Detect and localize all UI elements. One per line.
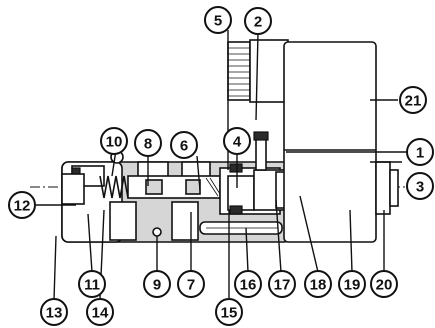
return-spring xyxy=(99,175,129,199)
callout-11-label: 11 xyxy=(84,277,100,294)
callout-8: 8 xyxy=(134,129,162,157)
port-lower-left xyxy=(109,201,137,241)
callout-2: 2 xyxy=(244,7,272,35)
left-bore xyxy=(61,173,85,205)
callout-12-label: 12 xyxy=(14,198,31,215)
callout-1: 1 xyxy=(406,138,434,166)
callout-14: 14 xyxy=(86,298,114,326)
knurled-knob-grooves xyxy=(228,47,250,97)
plunger xyxy=(227,175,255,211)
callout-7: 7 xyxy=(177,270,205,298)
connector-plug xyxy=(249,39,289,103)
callout-5-label: 5 xyxy=(214,13,222,30)
callout-18: 18 xyxy=(304,270,332,298)
callout-3: 3 xyxy=(406,172,434,200)
callout-20: 20 xyxy=(370,270,398,298)
callout-13-label: 13 xyxy=(46,305,63,322)
coil-nut-tip xyxy=(389,169,399,207)
callout-4-label: 4 xyxy=(233,134,242,151)
callout-2-label: 2 xyxy=(254,14,262,31)
callout-6-label: 6 xyxy=(180,138,188,155)
callout-3-label: 3 xyxy=(416,179,424,196)
solenoid-coil xyxy=(227,39,399,243)
knurled-knob xyxy=(227,41,251,101)
callout-21: 21 xyxy=(399,86,427,114)
callout-15: 15 xyxy=(215,298,243,326)
callout-19: 19 xyxy=(338,270,366,298)
body-hole-lower xyxy=(152,227,162,237)
callout-8-label: 8 xyxy=(144,136,152,153)
callout-6: 6 xyxy=(170,131,198,159)
callout-16-label: 16 xyxy=(240,277,257,294)
coil-nut xyxy=(375,161,391,215)
callout-10-label: 10 xyxy=(106,134,123,151)
callout-16: 16 xyxy=(234,270,262,298)
callout-17-label: 17 xyxy=(274,277,291,294)
callout-5: 5 xyxy=(204,6,232,34)
valve-body xyxy=(61,150,297,243)
callout-14-label: 14 xyxy=(92,305,109,322)
coil-housing xyxy=(283,41,377,243)
callout-12: 12 xyxy=(8,191,36,219)
terminal-pin xyxy=(255,135,267,171)
callout-17: 17 xyxy=(268,270,296,298)
port-lower-mid xyxy=(171,201,199,241)
callout-21-label: 21 xyxy=(405,93,422,110)
plunger-seal-top xyxy=(229,163,243,173)
callout-13: 13 xyxy=(40,298,68,326)
callout-9-label: 9 xyxy=(153,277,161,294)
callout-7-label: 7 xyxy=(187,277,195,294)
callout-20-label: 20 xyxy=(376,277,393,294)
callout-11: 11 xyxy=(78,270,106,298)
callout-9: 9 xyxy=(143,270,171,298)
valve-spool xyxy=(127,175,221,199)
callout-10: 10 xyxy=(100,127,128,155)
terminal-pin-tip xyxy=(253,131,269,141)
callout-15-label: 15 xyxy=(221,305,238,322)
callout-19-label: 19 xyxy=(344,277,361,294)
callout-18-label: 18 xyxy=(310,277,327,294)
plunger-seal-bottom xyxy=(229,205,243,215)
callout-1-label: 1 xyxy=(416,145,424,162)
callout-4: 4 xyxy=(223,127,251,155)
